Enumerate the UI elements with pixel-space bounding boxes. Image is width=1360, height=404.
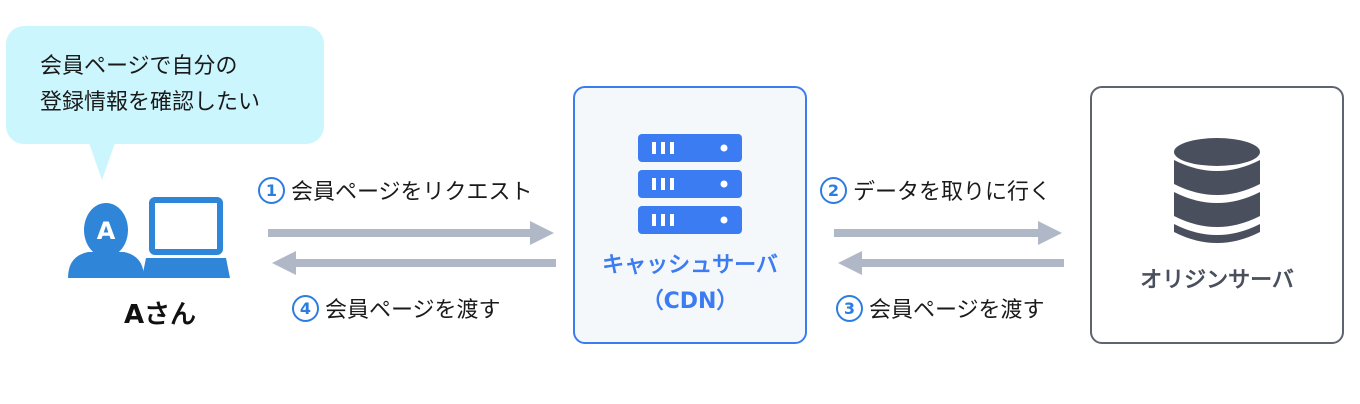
step-3-label: 3 会員ページを渡す — [836, 292, 1045, 324]
user-laptop-icon: A — [68, 197, 230, 278]
arrow-to-user — [272, 251, 556, 275]
step-2-text: データを取りに行く — [853, 180, 1052, 205]
arrow-to-cdn-return — [838, 251, 1064, 275]
step-3-number: 3 — [836, 294, 863, 322]
laptop-icon — [142, 197, 230, 278]
origin-server-name: オリジンサーバ — [1140, 268, 1294, 293]
cache-server-name-line-2: （CDN） — [641, 289, 739, 314]
step-4-label: 4 会員ページを渡す — [292, 292, 501, 324]
user-avatar-icon: A — [68, 203, 144, 278]
server-rack-icon — [638, 134, 742, 234]
step-3-text: 会員ページを渡す — [869, 298, 1045, 323]
speech-line-2: 登録情報を確認したい — [40, 90, 261, 115]
speech-bubble-text: 会員ページで自分の 登録情報を確認したい — [6, 26, 324, 144]
step-2-label: 2 データを取りに行く — [820, 174, 1051, 206]
avatar-letter: A — [97, 217, 116, 245]
speech-line-1: 会員ページで自分の — [40, 54, 238, 79]
user-label: Aさん — [123, 300, 197, 330]
step-1-number: 1 — [258, 176, 285, 204]
speech-bubble: 会員ページで自分の 登録情報を確認したい — [6, 26, 324, 144]
speech-bubble-tail — [88, 140, 116, 180]
step-2-number: 2 — [820, 176, 847, 204]
step-1-label: 1 会員ページをリクエスト — [258, 174, 533, 206]
cache-server-name: キャッシュサーバ （CDN） — [573, 248, 807, 320]
arrow-to-cdn — [268, 221, 554, 245]
step-4-number: 4 — [292, 294, 319, 322]
arrow-to-origin — [834, 221, 1062, 245]
step-1-text: 会員ページをリクエスト — [291, 180, 533, 205]
step-4-text: 会員ページを渡す — [325, 298, 501, 323]
cache-server-name-line-1: キャッシュサーバ — [602, 253, 778, 278]
database-icon — [1174, 138, 1260, 243]
